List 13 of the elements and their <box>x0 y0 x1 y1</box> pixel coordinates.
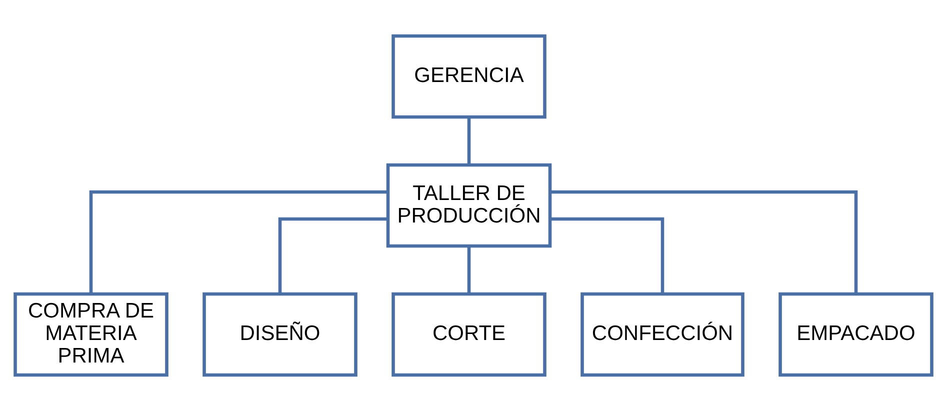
connector <box>467 116 471 164</box>
connector <box>467 246 471 294</box>
node-box: COMPRA DE MATERIA PRIMA <box>14 292 168 376</box>
node-box: EMPACADO <box>778 292 934 376</box>
connector <box>550 216 664 293</box>
node-box: DISEÑO <box>202 292 358 376</box>
connector <box>89 190 388 294</box>
node-box: CONFECCIÓN <box>580 292 744 376</box>
connector <box>550 190 858 294</box>
connector <box>278 216 388 293</box>
node-box: GERENCIA <box>392 34 546 118</box>
node-box: CORTE <box>392 292 546 376</box>
node-box: TALLER DE PRODUCCIÓN <box>386 162 552 248</box>
